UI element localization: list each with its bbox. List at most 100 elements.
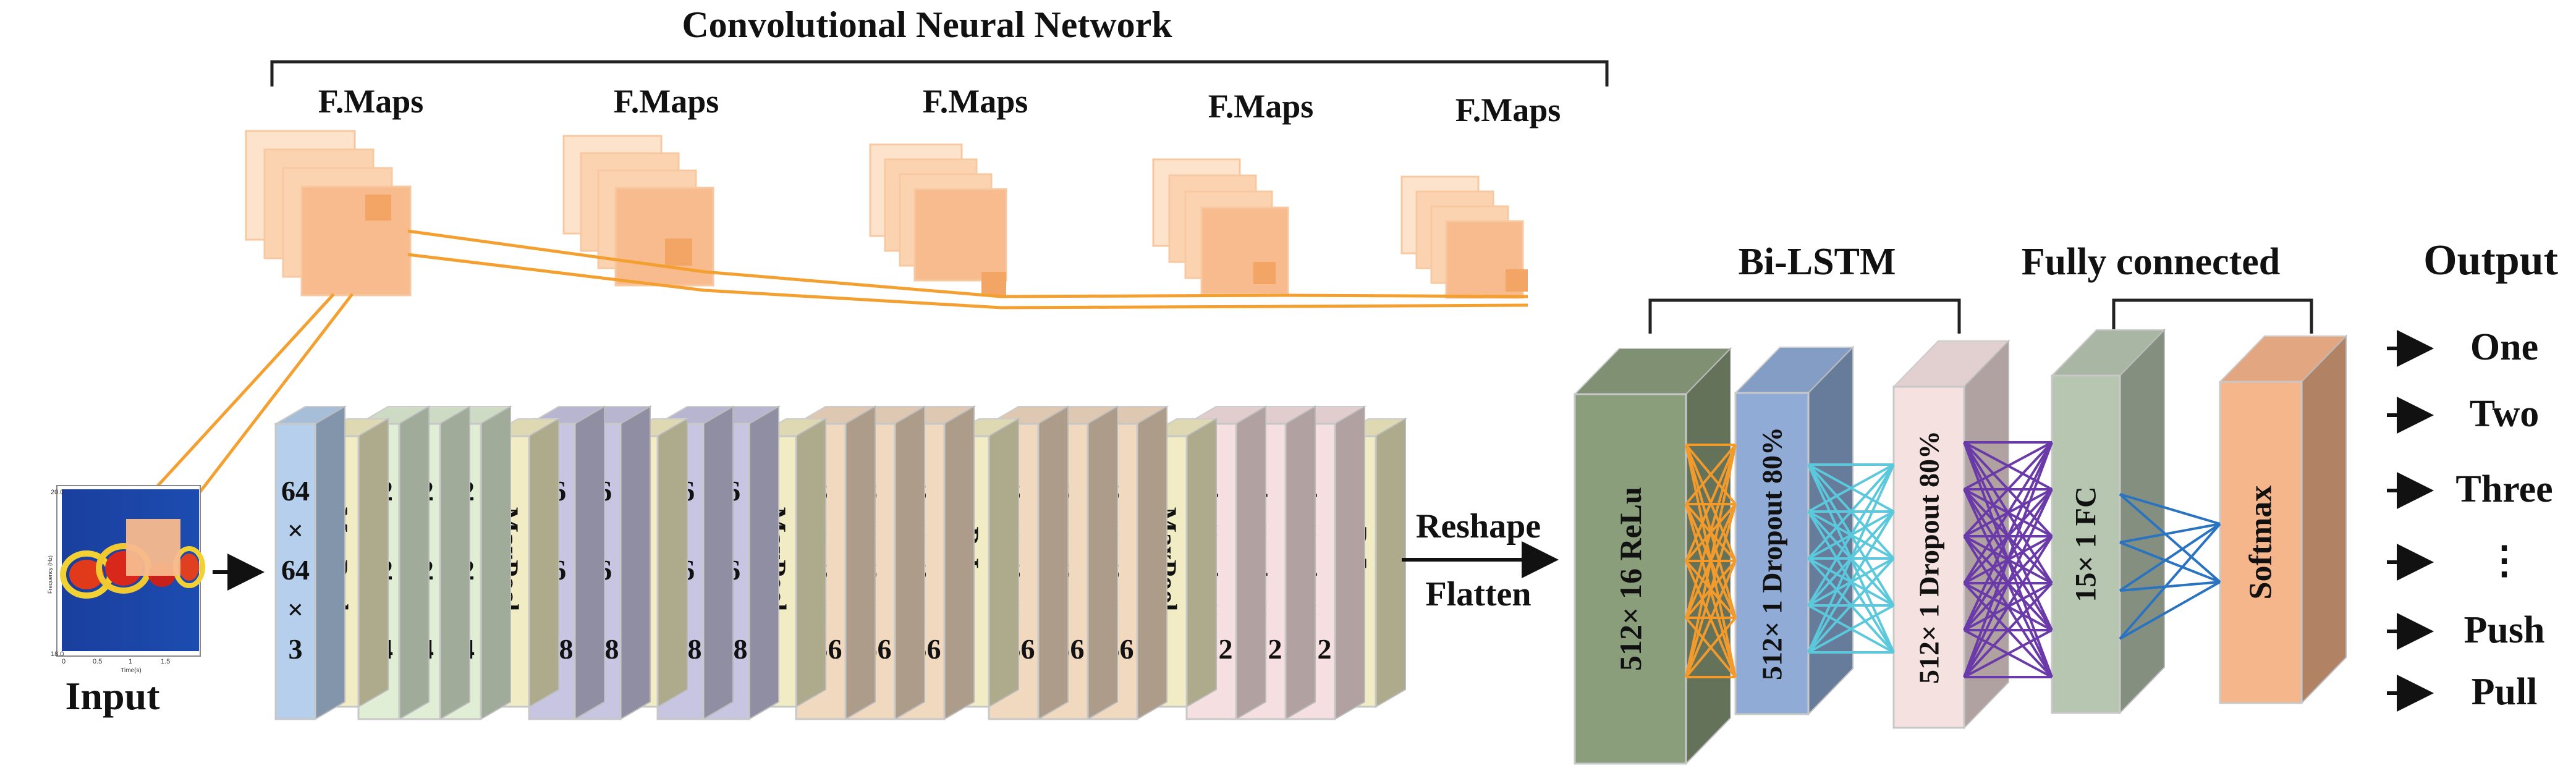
- feature-map: [300, 185, 412, 297]
- connection-line: [1808, 463, 1894, 513]
- connections-dropout-to-fc: [1963, 441, 2053, 678]
- output-class: ⋮: [2387, 540, 2523, 582]
- bilstm-title: Bi-LSTM: [1739, 241, 1896, 283]
- output-class-label: Push: [2464, 609, 2545, 651]
- input-x-tick-4: 1.5: [161, 658, 170, 665]
- connection-line: [1963, 441, 2053, 537]
- feature-map-stack-1: [245, 130, 412, 297]
- connection-line: [2119, 493, 2221, 525]
- connection-line: [1685, 560, 1737, 678]
- lstm-block-dropout-2-label: 512× 1 Dropout 80%: [1913, 431, 1945, 684]
- connection-line: [1808, 604, 1894, 654]
- fc-block-softmax: Softmax: [2218, 334, 2348, 705]
- output-class: Two: [2387, 393, 2539, 435]
- connection-line: [2119, 581, 2221, 640]
- reshape-label: Reshape: [1416, 507, 1541, 546]
- input-x-axis-label: Time(s): [121, 667, 142, 674]
- feature-map-stack-5: [1400, 175, 1528, 299]
- feature-map-patch: [365, 195, 391, 221]
- connection-line: [1963, 442, 2053, 678]
- connection-line: [1963, 441, 2053, 584]
- feature-map-patch: [1253, 262, 1276, 284]
- fc-bracket: [2112, 298, 2313, 334]
- connection-line: [1963, 582, 2053, 678]
- feature-map: [614, 187, 714, 287]
- cnn-block-b1: 64×64×3: [273, 405, 347, 720]
- connection-line: [1964, 629, 2053, 678]
- connection-line: [1685, 444, 1737, 562]
- input-label: Input: [66, 674, 161, 718]
- input-y-tick-top: 20.0: [51, 489, 64, 496]
- output-title: Output: [2423, 237, 2558, 284]
- lstm-block-relu: 512× 16 ReLu: [1573, 347, 1732, 765]
- output-class: Push: [2387, 609, 2544, 651]
- output-class: Pull: [2387, 671, 2537, 713]
- connections-dropout-to-dropout: [1807, 463, 1895, 654]
- fmap-label-4: F.Maps: [1208, 88, 1314, 125]
- feature-map-stack-4: [1152, 158, 1289, 295]
- connection-line: [2119, 541, 2221, 583]
- connection-line: [2119, 523, 2221, 640]
- fmap-label-5: F.Maps: [1455, 91, 1561, 128]
- connection-line: [1685, 444, 1737, 678]
- feature-map: [913, 188, 1007, 282]
- dimension-line: 64: [281, 554, 310, 586]
- output-class-label: Three: [2455, 468, 2553, 510]
- cnn-layer-blocks: ReLu4×4×5124×4×5124×4×512MaxPool8×8×2568…: [273, 405, 1408, 720]
- connection-line: [1807, 464, 1895, 653]
- fmap-label-3: F.Maps: [923, 83, 1028, 120]
- cnn-bracket: [270, 60, 1609, 86]
- feature-map-patch: [1506, 269, 1528, 292]
- dimension-line: 3: [289, 633, 303, 665]
- connection-line: [1964, 441, 2053, 491]
- input-x-tick-3: 1: [129, 658, 132, 665]
- input-x-tick-1: 0: [62, 658, 66, 665]
- feature-map-patch: [665, 238, 692, 266]
- connection-line: [1807, 557, 1895, 654]
- connection-line: [1807, 463, 1895, 560]
- connection-line: [2119, 523, 2221, 544]
- connection-line: [2119, 581, 2221, 592]
- cnn-title: Convolutional Neural Network: [682, 4, 1172, 45]
- connection-line: [1807, 510, 1895, 654]
- connection-line: [1685, 444, 1737, 618]
- fc-block-fc: 15× 1 FC: [2050, 328, 2166, 715]
- fmap-label-2: F.Maps: [614, 83, 719, 120]
- connection-line: [1963, 535, 2053, 678]
- block-dimension-label: 64×64×3: [281, 475, 310, 665]
- input-patch: [126, 519, 180, 576]
- fmap-connection-lines: [126, 229, 1528, 520]
- output-class-label: Two: [2470, 393, 2540, 435]
- connections-fc-to-softmax: [2119, 493, 2221, 640]
- connection-line: [1685, 444, 1737, 505]
- feature-map-stacks: [245, 130, 1528, 299]
- input-spectrogram: 20.0 18.0 Frequency (Hz) 0 0.5 1 1.5 Tim…: [47, 485, 205, 674]
- output-class-label: One: [2470, 326, 2538, 368]
- feature-map-stack-3: [869, 143, 1007, 297]
- connection-line: [1963, 489, 2053, 678]
- connections-relu-to-dropout: [1685, 444, 1737, 678]
- dimension-line: ×: [287, 515, 303, 546]
- connection-line: [1963, 442, 2053, 631]
- flatten-label: Flatten: [1425, 575, 1531, 613]
- fc-block-fc-label: 15× 1 FC: [2070, 486, 2103, 602]
- dimension-line: ×: [287, 594, 303, 625]
- connection-line: [2119, 523, 2221, 592]
- feature-map-stack-2: [562, 135, 714, 287]
- connection-line: [1807, 463, 1895, 607]
- output-class: One: [2387, 326, 2538, 368]
- output-class-label: Pull: [2472, 671, 2538, 713]
- input-x-tick-2: 0.5: [93, 658, 102, 665]
- lstm-block-dropout-1-label: 512× 1 Dropout 80%: [1756, 427, 1788, 680]
- connection-line: [1685, 617, 1737, 678]
- fc-title: Fully connected: [2022, 241, 2280, 283]
- dense-layer-blocks: 512× 16 ReLu 512× 1 Dropout 80% 512× 1 Dro…: [1573, 328, 2348, 765]
- output-class-label: ⋮: [2485, 540, 2523, 582]
- feature-map-patch: [981, 272, 1006, 297]
- connection-line: [2119, 493, 2221, 583]
- lstm-block-relu-label: 512× 16 ReLu: [1613, 487, 1648, 671]
- fc-block-softmax-label: Softmax: [2243, 486, 2279, 600]
- dense-connections: [1685, 441, 2221, 678]
